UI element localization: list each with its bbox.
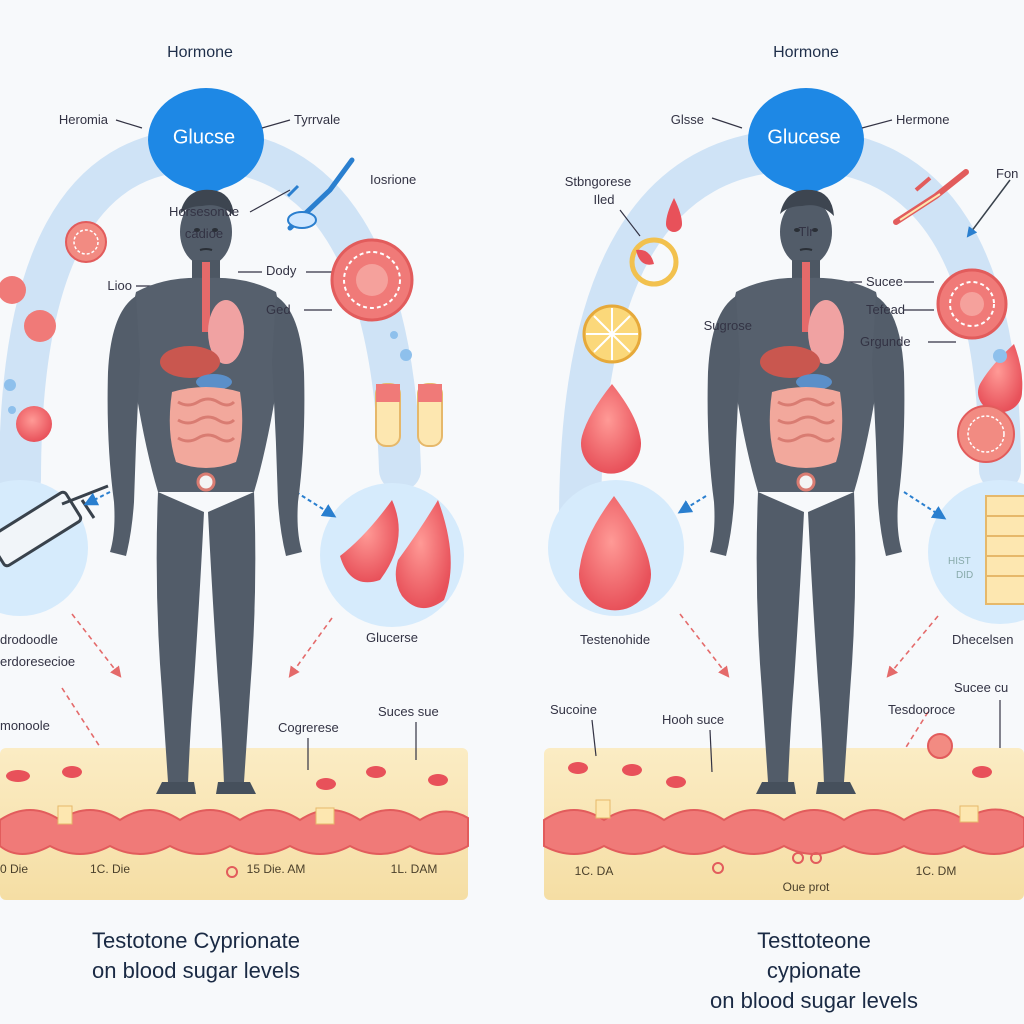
left-label-ged: Ged — [266, 302, 291, 317]
left-glucose-bubble — [148, 87, 265, 196]
left-human-figure — [106, 188, 306, 796]
right-label-stbngorese: Stbngorese — [564, 174, 632, 189]
left-caption-line2: on blood sugar levels — [92, 958, 300, 983]
left-label-tyrrvale: Tyrrvale — [294, 112, 341, 127]
right-label-hermone: Hermone — [896, 112, 950, 127]
right-tissue-cells — [543, 808, 1024, 855]
right-label-iled: Iled — [593, 192, 615, 207]
left-label-dody: Dody — [266, 263, 297, 278]
right-label-did: DID — [956, 570, 974, 581]
left-label-cadioe: cadioe — [184, 226, 224, 241]
right-caption-line1: Testtoteone cypionate — [757, 928, 871, 983]
left-label-drodoodle: drodoodle — [0, 632, 58, 647]
left-caption-line1: Testotone Cyprionate — [92, 928, 300, 953]
right-stack-icon — [985, 495, 1024, 605]
right-pipette-icon — [893, 169, 969, 225]
left-label-horsesonue: Horsesonue — [168, 204, 240, 219]
right-label-dhecelsen: Dhecelsen — [952, 632, 1014, 647]
right-axis-1: 1C. DM — [915, 864, 957, 878]
left-axis-0: 0 Die — [0, 862, 29, 876]
right-glucose-bubble — [748, 88, 864, 196]
left-label-iosrione: Iosrione — [370, 172, 417, 187]
right-label-tesdooroce: Tesdooroce — [888, 702, 956, 717]
right-label-hooh-suce: Hooh suce — [662, 712, 725, 727]
left-pipette-icon — [286, 157, 355, 231]
right-axis-2: Oue prot — [782, 880, 830, 894]
right-label-testenohide: Testenohide — [580, 632, 651, 647]
right-panel — [543, 88, 1024, 900]
left-label-monoole: monoole — [0, 718, 50, 733]
left-axis-1: 1C. Die — [89, 862, 131, 876]
right-title: Hormone — [773, 44, 839, 61]
left-label-suces-sue: Suces sue — [378, 704, 439, 719]
right-label-sucee: Sucee — [866, 274, 903, 289]
right-label-fon: Fon — [996, 166, 1019, 181]
right-caption-line2: on blood sugar levels — [710, 988, 918, 1013]
left-title: Hormone — [167, 44, 233, 61]
right-label-glsse: Glsse — [670, 112, 704, 127]
right-label-hist: HIST — [948, 556, 971, 567]
right-label-sugrose: Sugrose — [703, 318, 752, 333]
left-tissue-cells — [0, 809, 469, 855]
left-axis-3: 1L. DAM — [390, 862, 438, 876]
left-panel — [0, 87, 469, 900]
right-label-tefead: Tefead — [866, 302, 906, 317]
left-test-tubes — [375, 383, 443, 447]
right-label-sucee-cu: Sucee cu — [954, 680, 1009, 695]
left-label-heromia: Heromia — [58, 112, 108, 127]
right-label-grgunde: Grgunde — [860, 334, 911, 349]
left-axis-2: 15 Die. AM — [246, 862, 306, 876]
right-caption: Testtoteone cypionate on blood sugar lev… — [709, 926, 919, 1016]
right-label-sucoine: Sucoine — [550, 702, 597, 717]
left-label-erdoresecioe: erdoresecioe — [0, 654, 76, 669]
left-bubble-label: Glucse — [172, 126, 236, 149]
left-label-glucerse: Glucerse — [366, 630, 419, 645]
right-axis-0: 1C. DA — [574, 864, 614, 878]
left-label-lioo: Lioo — [107, 278, 132, 293]
right-label-tlr: Tlr — [798, 224, 814, 239]
right-bubble-label: Glucese — [767, 126, 841, 149]
left-caption: Testotone Cyprionate on blood sugar leve… — [92, 926, 300, 986]
left-label-cogrerese: Cogrerese — [278, 720, 339, 735]
